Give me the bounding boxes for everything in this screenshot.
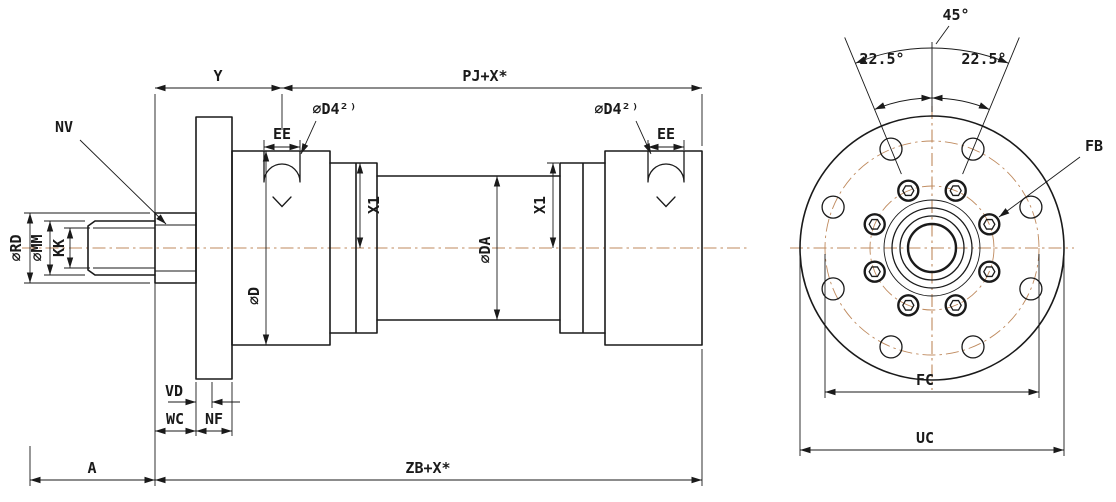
d4-rear-leader-line <box>635 120 652 155</box>
side-view: NV ∅RD ∅MM KK Y PJ+X* ∅D4²⁾ EE ∅D4²⁾ EE … <box>7 67 748 486</box>
label-d4-front: ∅D4²⁾ <box>312 100 357 118</box>
label-angle-45: 45° <box>942 6 969 24</box>
label-a: A <box>87 459 96 477</box>
label-uc: UC <box>916 429 934 447</box>
label-zb: ZB+X* <box>405 459 450 477</box>
front-view: 45° 22.5° 22.5° FB FC UC <box>790 6 1103 456</box>
rear-step-block <box>559 162 606 334</box>
angle-225-left-arc <box>874 94 933 110</box>
cylinder-tube <box>376 175 561 321</box>
label-da: ∅DA <box>476 236 494 263</box>
label-rd: ∅RD <box>7 234 25 261</box>
cylinder-head-front <box>231 150 331 346</box>
screw-circle <box>869 185 995 311</box>
thread-lines <box>93 227 155 269</box>
rod-bushing-circle <box>899 215 965 281</box>
label-d4-rear: ∅D4²⁾ <box>594 100 639 118</box>
angle-45-leader <box>935 25 950 45</box>
label-pj: PJ+X* <box>462 67 507 85</box>
label-ee-front: EE <box>273 125 291 143</box>
label-fc: FC <box>916 371 934 389</box>
fb-leader-line <box>998 156 1081 218</box>
label-ee-rear: EE <box>657 125 675 143</box>
label-vd: VD <box>165 382 183 400</box>
angle-225-right-arc <box>931 94 990 110</box>
front-step-block <box>329 162 378 334</box>
label-fb: FB <box>1085 137 1103 155</box>
label-kk: KK <box>50 239 68 257</box>
label-x1-rear: X1 <box>531 196 549 214</box>
nv-leader-line <box>79 139 167 225</box>
label-nf: NF <box>205 410 223 428</box>
cylinder-head-rear <box>604 150 703 346</box>
label-angle-225-left: 22.5° <box>859 50 904 68</box>
label-angle-225-right: 22.5° <box>961 50 1006 68</box>
angle-45-arc <box>855 47 1009 64</box>
label-d: ∅D <box>245 287 263 305</box>
extension-lines <box>24 94 703 486</box>
mounting-hole-front <box>263 150 301 208</box>
bolt-circle <box>824 140 1040 356</box>
mounting-hole-rear <box>647 150 685 208</box>
label-wc: WC <box>166 410 184 428</box>
label-x1-front: X1 <box>365 196 383 214</box>
label-y: Y <box>213 67 222 85</box>
mounting-bolt-holes <box>821 137 1043 359</box>
label-mm: ∅MM <box>28 234 46 261</box>
fc-uc-extension-lines <box>799 254 1065 456</box>
gland-circle-outer <box>883 199 981 297</box>
label-nv: NV <box>55 118 73 136</box>
d4-front-leader-line <box>300 120 317 155</box>
flange-outer-circle <box>799 115 1065 381</box>
rod-bore-circle <box>906 222 958 274</box>
gland-circle <box>891 207 973 289</box>
